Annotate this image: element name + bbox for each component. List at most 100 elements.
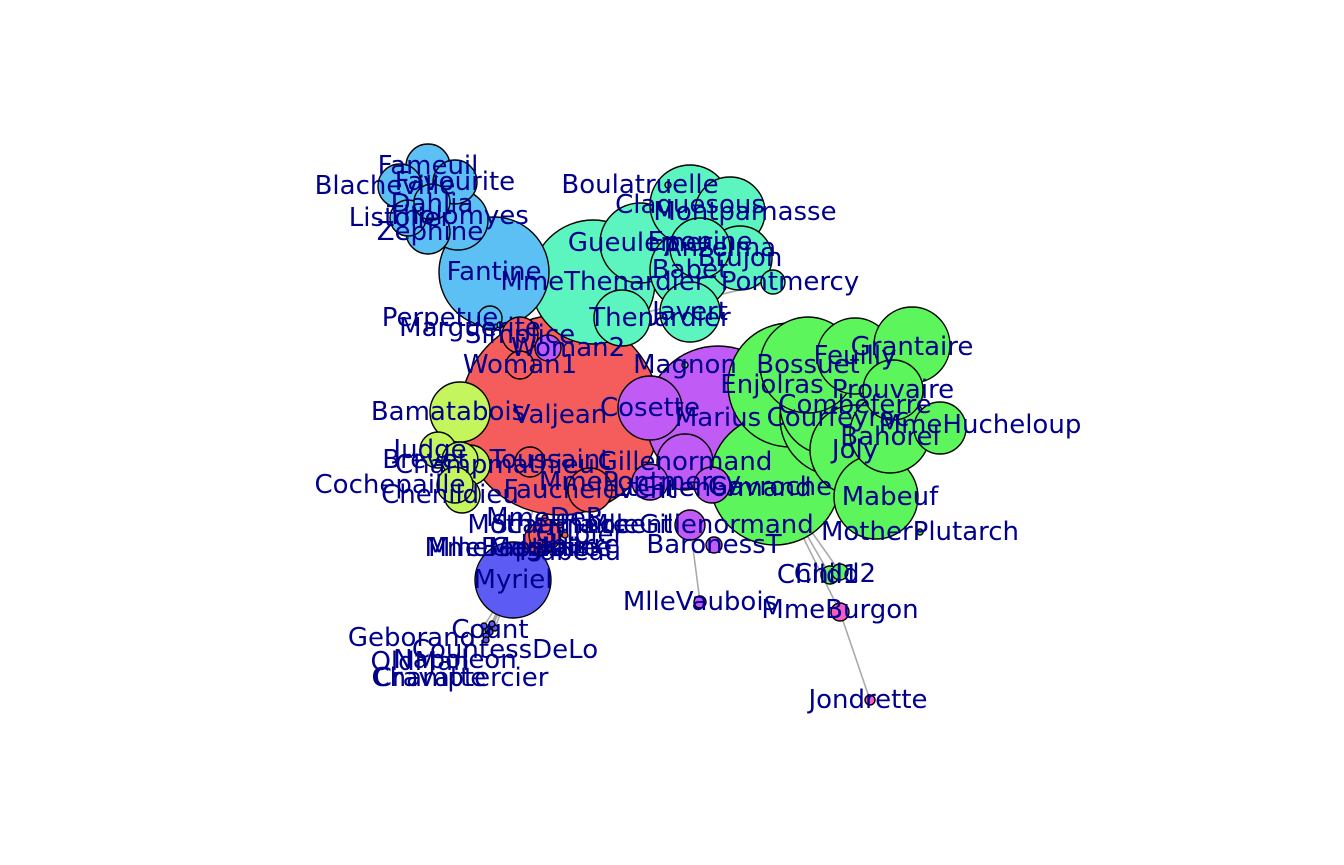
node-label-claquesous: Claquesous <box>615 190 765 220</box>
node-myriel[interactable] <box>474 541 552 619</box>
node-label-magnon: Magnon <box>633 350 737 380</box>
node-label-motherplutarch: MotherPlutarch <box>821 517 1019 547</box>
node-cochepaille[interactable] <box>436 466 474 504</box>
node-gervais[interactable] <box>541 544 549 552</box>
node-label-bossuet: Bossuet <box>756 350 860 380</box>
node-ltgillenormand[interactable] <box>693 466 731 504</box>
node-label-courfeyrac: Courfeyrac <box>767 403 910 433</box>
node-label-tholomyes: Tholomyes <box>386 201 529 231</box>
node-label-chenildieu: Chenildieu <box>381 480 519 510</box>
node-label-motherinnocent: MotherInnocent <box>467 510 672 540</box>
node-label-champtercier: Champtercier <box>372 663 549 693</box>
node-label-marguerite: Marguerite <box>399 313 541 343</box>
node-label-javert: Javert <box>650 297 728 327</box>
node-label-geborand: Geborand <box>348 623 476 653</box>
edge-jondrette-mmeburgon <box>839 611 871 701</box>
node-isabeau[interactable] <box>536 548 544 556</box>
node-mmepontmercy[interactable] <box>631 463 669 501</box>
node-geborand[interactable] <box>480 622 488 630</box>
node-label-anzelma: Anzelma <box>664 233 776 263</box>
node-mmeder[interactable] <box>541 514 549 522</box>
node-anzelma[interactable] <box>669 217 731 279</box>
labels-layer: ValjeanMyrielNapoleonMlleBaptistineMmeMa… <box>315 151 1082 715</box>
node-gribier[interactable] <box>561 531 569 539</box>
node-label-oldman: OldMan <box>370 647 469 677</box>
nodes-layer <box>377 143 967 706</box>
node-label-listolier: Listolier <box>349 203 452 233</box>
node-label-simplice: Simplice <box>465 320 575 350</box>
node-label-mabeuf: Mabeuf <box>842 482 939 512</box>
node-label-marius: Marius <box>675 403 761 433</box>
node-label-napoleon: Napoleon <box>393 645 516 675</box>
node-mllevaubois[interactable] <box>693 595 707 609</box>
node-label-perpetue: Perpetue <box>382 303 499 333</box>
node-baronesst[interactable] <box>705 536 723 554</box>
node-perpetue[interactable] <box>477 305 503 331</box>
node-dahlia[interactable] <box>413 183 451 221</box>
node-label-isabeau: Isabeau <box>519 537 621 567</box>
node-label-babet: Babet <box>652 255 728 285</box>
node-marguerite[interactable] <box>496 321 504 329</box>
node-label-fauchelevent: Fauchelevent <box>503 475 676 505</box>
node-label-blacheville: Blacheville <box>315 171 456 201</box>
node-toussaint[interactable] <box>514 446 546 478</box>
node-mllegillenormand[interactable] <box>674 509 706 541</box>
node-label-gillenormand: Gillenormand <box>598 447 773 477</box>
node-boulatruelle[interactable] <box>664 181 672 189</box>
node-label-mllegillenormand: MlleGillenormand <box>586 510 814 540</box>
node-fauchelevent[interactable] <box>567 467 613 513</box>
node-motherplutarch[interactable] <box>916 528 924 536</box>
node-label-count: Count <box>451 615 528 645</box>
node-label-bahorel: Bahorel <box>840 422 940 452</box>
node-label-baronesst: BaronessT <box>646 530 781 560</box>
node-woman2[interactable] <box>534 334 562 362</box>
node-label-grantaire: Grantaire <box>851 332 974 362</box>
node-label-mmeder: MmeDeR <box>486 503 604 533</box>
node-woman1[interactable] <box>505 350 535 380</box>
node-mmehucheloup[interactable] <box>913 401 967 455</box>
node-label-joly: Joly <box>830 435 878 465</box>
node-label-enjolras: Enjolras <box>720 370 823 400</box>
node-label-fameuil: Fameuil <box>378 151 479 181</box>
node-label-cravatte: Cravatte <box>374 663 486 693</box>
node-label-gavroche: Gavroche <box>708 472 832 502</box>
node-javert[interactable] <box>659 281 721 343</box>
node-label-mllevaubois: MlleVaubois <box>623 587 777 617</box>
node-magnon[interactable] <box>681 361 689 369</box>
node-label-brujon: Brujon <box>698 243 783 273</box>
node-child2[interactable] <box>831 563 849 581</box>
node-label-child2: Child2 <box>794 559 876 589</box>
node-label-woman2: Woman2 <box>511 333 625 363</box>
node-mmeburgon[interactable] <box>830 602 850 622</box>
node-label-judge: Judge <box>391 435 466 465</box>
node-motherinnocent[interactable] <box>586 521 594 529</box>
node-thenardier[interactable] <box>593 289 651 347</box>
node-scaufflaire[interactable] <box>556 521 564 529</box>
node-oldman[interactable] <box>482 636 490 644</box>
node-label-mmehucheloup: MmeHucheloup <box>879 410 1082 440</box>
node-label-fantine: Fantine <box>447 257 542 287</box>
node-label-gribier: Gribier <box>536 520 625 550</box>
node-label-cochepaille: Cochepaille <box>315 470 466 500</box>
node-label-valjean: Valjean <box>513 400 608 430</box>
node-jondrette[interactable] <box>864 694 876 706</box>
node-label-mmepontmercy: MmePontmercy <box>539 467 741 497</box>
node-label-zephine: Zephine <box>377 217 484 247</box>
node-pontmercy[interactable] <box>760 269 786 295</box>
node-label-combeferre: Combeferre <box>778 390 931 420</box>
node-label-mllebaptistine: MlleBaptistine <box>428 533 612 563</box>
node-prouvaire[interactable] <box>862 359 924 421</box>
node-label-brevet: Brevet <box>382 445 468 475</box>
node-label-mmethenardier: MmeThenardier <box>500 267 705 297</box>
node-label-feuilly: Feuilly <box>813 341 896 371</box>
node-cosette[interactable] <box>617 375 683 441</box>
node-label-montparnasse: Montparnasse <box>653 197 836 227</box>
node-count[interactable] <box>488 620 496 628</box>
node-label-bamatabois: Bamatabois <box>371 397 525 427</box>
node-label-cosette: Cosette <box>600 393 700 423</box>
node-label-child1: Child1 <box>777 560 859 590</box>
node-label-pontmercy: Pontmercy <box>721 267 859 297</box>
node-label-countessdelo: CountessDeLo <box>412 635 598 665</box>
node-label-prouvaire: Prouvaire <box>832 375 954 405</box>
